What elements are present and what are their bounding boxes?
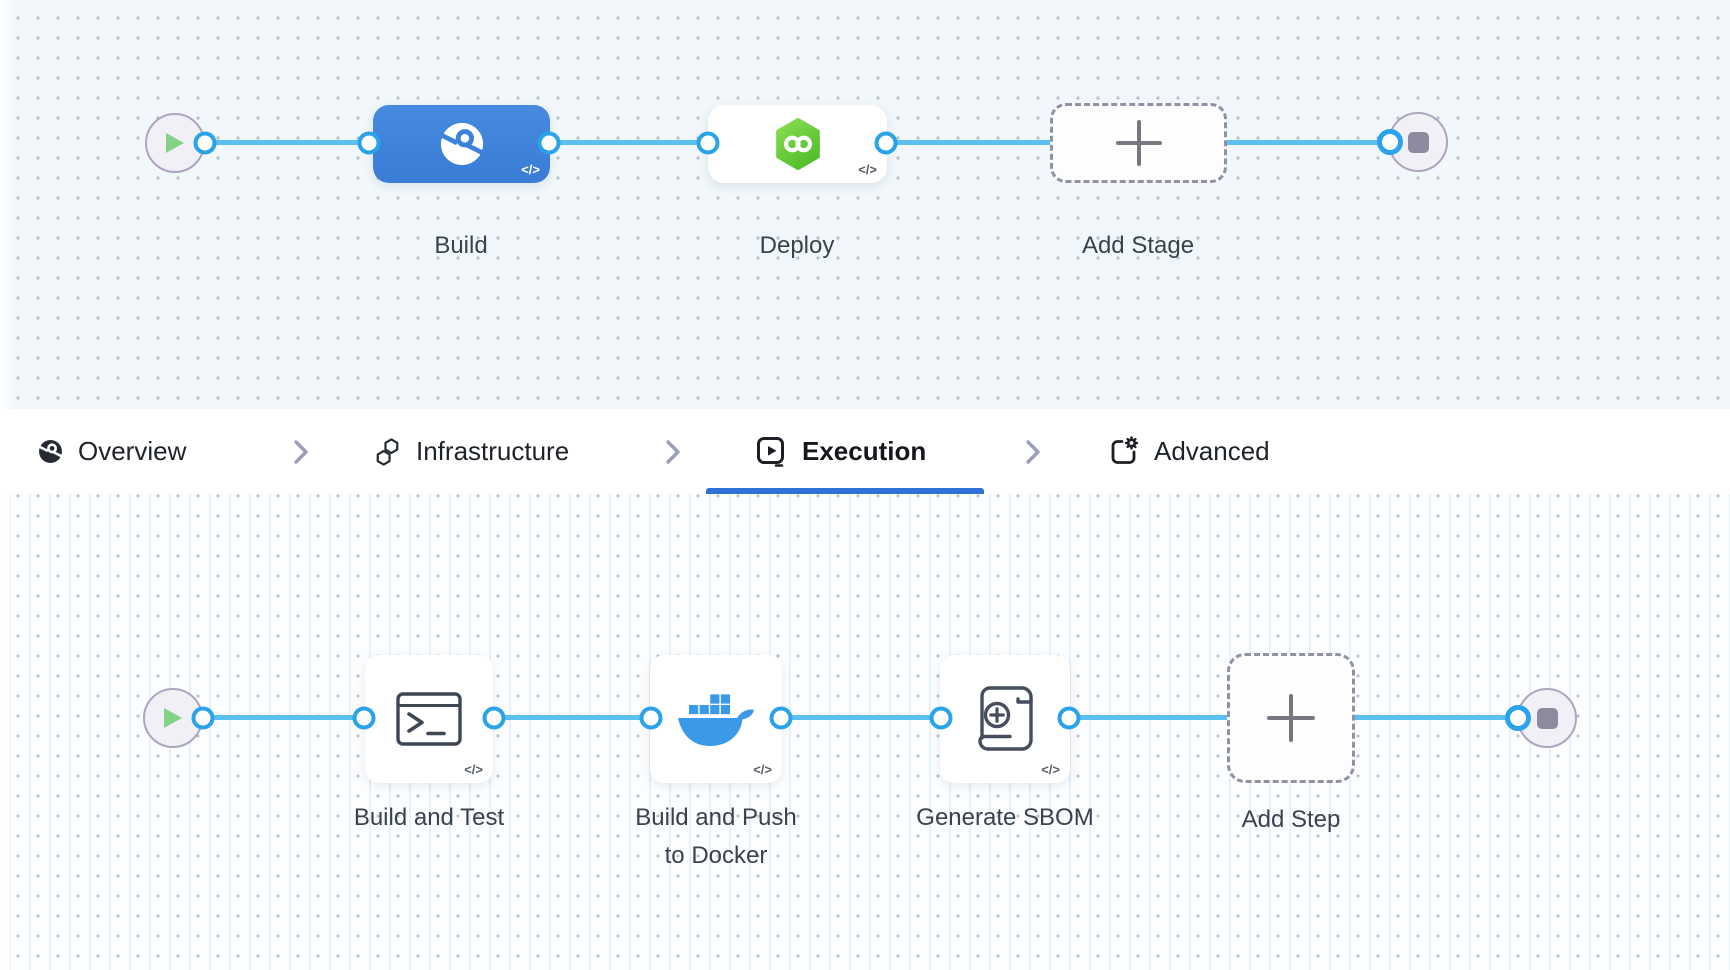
stage-label-build: Build xyxy=(434,232,488,259)
tab-advanced[interactable]: Advanced xyxy=(1108,409,1270,494)
connector-port[interactable] xyxy=(1505,705,1531,731)
connector-port[interactable] xyxy=(537,131,561,155)
step-label-generate-sbom: Generate SBOM xyxy=(916,804,1094,831)
connector-port[interactable] xyxy=(193,131,217,155)
pipeline-end-node[interactable] xyxy=(1388,112,1448,172)
connector-line xyxy=(548,140,709,145)
step-node-build-and-test[interactable]: </> xyxy=(365,655,493,783)
canvas-left-fade xyxy=(0,0,18,409)
stage-node-build[interactable]: </> xyxy=(373,105,550,183)
chevron-right-icon xyxy=(290,409,312,494)
infrastructure-icon xyxy=(376,437,399,466)
run-step-icon xyxy=(396,692,462,746)
stage-config-tabbar: Overview Infrastructure Execution xyxy=(0,409,1730,495)
step-label-add-step: Add Step xyxy=(1241,806,1341,833)
connector-port[interactable] xyxy=(1377,129,1403,155)
active-tab-underline xyxy=(706,488,984,494)
stop-icon xyxy=(1407,131,1429,153)
step-label-build-and-test: Build and Test xyxy=(353,804,505,831)
stop-icon xyxy=(1536,707,1558,729)
step-node-generate-sbom[interactable]: </> xyxy=(940,655,1070,783)
connector-line xyxy=(778,715,941,720)
connector-port[interactable] xyxy=(696,131,720,155)
harness-cd-stage-icon xyxy=(775,118,820,170)
tab-label: Overview xyxy=(78,436,187,466)
tab-label: Execution xyxy=(802,436,927,466)
tab-label: Advanced xyxy=(1154,436,1270,466)
chevron-right-icon xyxy=(1022,409,1044,494)
add-stage-button[interactable] xyxy=(1050,103,1227,183)
connector-port[interactable] xyxy=(352,706,376,730)
play-icon xyxy=(166,133,184,153)
connector-port[interactable] xyxy=(769,706,793,730)
connector-line xyxy=(493,715,653,720)
stage-code-badge: </> xyxy=(858,162,877,177)
step-label-build-and-push-line1: Build and Push xyxy=(635,804,797,831)
connector-port[interactable] xyxy=(1057,706,1081,730)
connector-port[interactable] xyxy=(357,131,381,155)
chevron-right-icon xyxy=(662,409,684,494)
stage-canvas[interactable] xyxy=(0,0,1730,409)
canvas-left-fade xyxy=(0,494,18,970)
step-label-build-and-push-line2: to Docker xyxy=(664,842,768,869)
connector-port[interactable] xyxy=(929,706,953,730)
overview-icon xyxy=(38,440,63,463)
sbom-scroll-icon xyxy=(978,686,1033,751)
step-code-badge: </> xyxy=(1041,762,1060,777)
tab-infrastructure[interactable]: Infrastructure xyxy=(374,409,569,494)
execution-icon xyxy=(757,437,784,467)
tab-overview[interactable]: Overview xyxy=(38,409,186,494)
connector-port[interactable] xyxy=(191,706,215,730)
connector-port[interactable] xyxy=(482,706,506,730)
play-icon xyxy=(164,708,182,728)
add-step-button[interactable] xyxy=(1227,653,1355,783)
tab-execution[interactable]: Execution xyxy=(756,409,926,494)
stage-label-add-stage: Add Stage xyxy=(1081,232,1195,259)
stage-node-deploy[interactable]: </> xyxy=(708,105,887,183)
plus-icon xyxy=(1115,120,1162,166)
harness-ci-stage-icon xyxy=(440,122,483,166)
pipeline-start-node[interactable] xyxy=(145,113,205,173)
advanced-icon xyxy=(1111,436,1139,464)
connector-port[interactable] xyxy=(874,131,898,155)
stage-code-badge: </> xyxy=(521,162,540,177)
stage-label-deploy: Deploy xyxy=(759,232,835,259)
tab-label: Infrastructure xyxy=(416,436,570,466)
step-code-badge: </> xyxy=(464,762,483,777)
step-node-build-and-push-to-docker[interactable]: </> xyxy=(650,655,782,783)
docker-icon xyxy=(678,694,754,746)
connector-line xyxy=(205,140,370,145)
plus-icon xyxy=(1267,694,1315,742)
connector-line xyxy=(203,715,365,720)
execution-canvas[interactable] xyxy=(0,494,1730,970)
connector-port[interactable] xyxy=(639,706,663,730)
step-code-badge: </> xyxy=(753,762,772,777)
